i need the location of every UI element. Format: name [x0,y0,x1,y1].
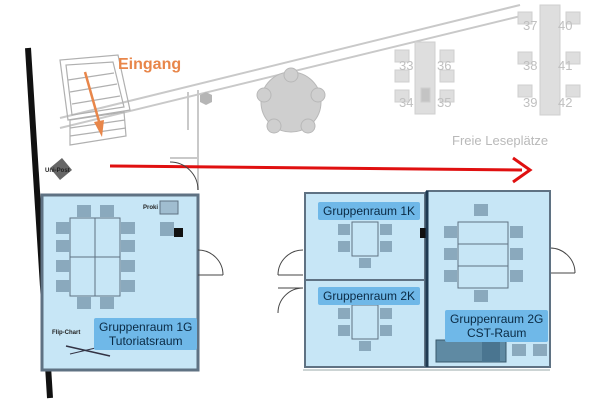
seat-number: 36 [437,58,452,73]
mailbox-label: Uni-Post [45,168,70,174]
room-1g-label: Gruppenraum 1G Tutoriatsraum [94,318,198,350]
library-label: Freie Leseplätze [452,133,549,148]
seat-number: 37 [523,18,538,33]
entrance-stairs [59,54,131,146]
room-2k-name: Gruppenraum 2K [323,289,416,303]
room-1k-name: Gruppenraum 1K [323,204,416,218]
entrance-arrow [83,71,104,137]
door-arcs [169,161,576,314]
flipchart-label: Flip-Chart [52,330,81,336]
room-2g-label: Gruppenraum 2G CST-Raum [445,310,549,342]
room-1g-name: Gruppenraum 1G [99,320,193,334]
mailbox-icon [50,158,72,180]
library-desks [394,4,581,116]
room-2k-label: Gruppenraum 2K [318,287,421,305]
room-2g-subname: CST-Raum [467,326,527,340]
socket-icon [420,228,430,238]
seat-number: 41 [558,58,573,73]
seat-number: 35 [437,95,452,110]
room-1g-subname: Tutoriatsraum [108,334,183,348]
seat-number: 38 [523,58,538,73]
room-2g-name: Gruppenraum 2G [450,312,544,326]
seat-number: 33 [399,58,414,73]
pillar-icon [200,92,212,105]
projector-label: Proki [143,205,159,211]
route-arrow [109,156,533,184]
seat-number: 34 [399,95,414,110]
round-table-icon [256,67,326,134]
seat-number: 39 [523,95,538,110]
seat-number: 40 [558,18,573,33]
entrance-label: Eingang [118,56,182,73]
room-1k-label: Gruppenraum 1K [318,202,421,220]
seat-number: 42 [558,95,573,110]
